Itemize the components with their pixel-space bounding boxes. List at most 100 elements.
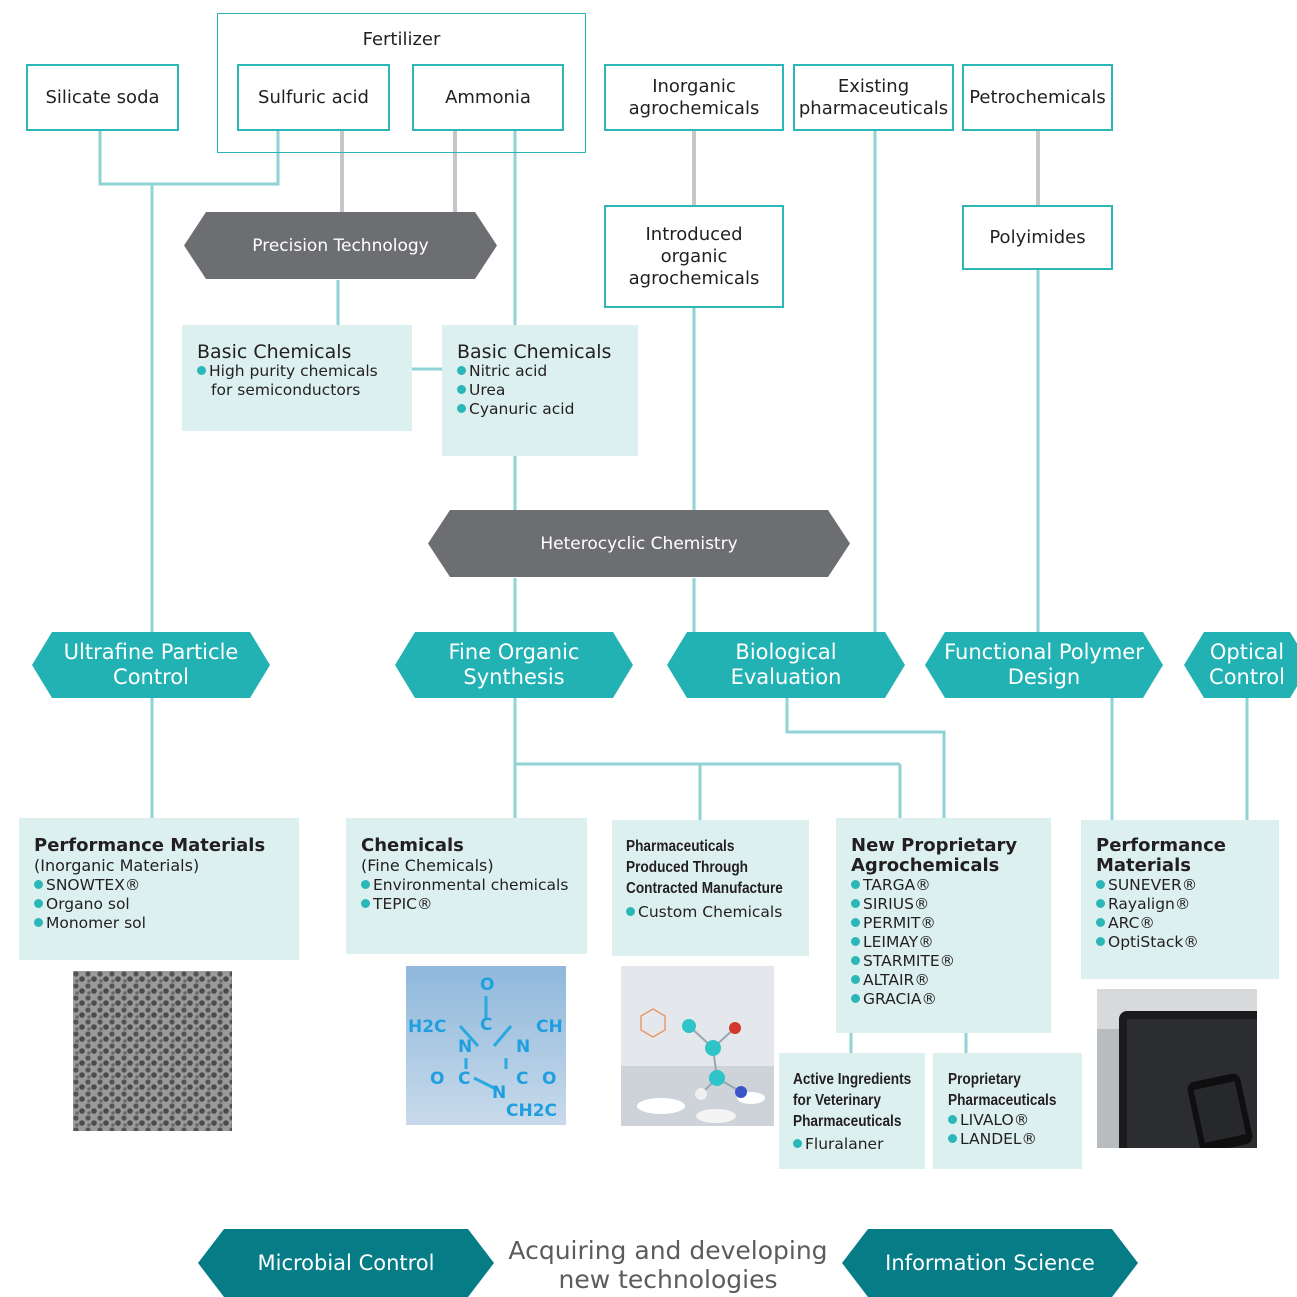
tablet-phone-image	[1097, 989, 1257, 1148]
tech-label: Ultrafine Particle Control	[63, 640, 239, 689]
bullet-dot-icon	[851, 918, 860, 927]
bullet-dot-icon	[851, 937, 860, 946]
bullet-dot-icon	[851, 899, 860, 908]
center-text-line: new technologies	[558, 1265, 778, 1294]
microbial-control-hexagon: Microbial Control	[198, 1229, 494, 1297]
molecule-label: O	[542, 1069, 556, 1089]
bullet-dot-icon	[34, 880, 43, 889]
panel-subtitle: (Inorganic Materials)	[34, 856, 200, 875]
bullet-dot-icon	[1096, 937, 1105, 946]
panel-title-line: Performance	[1096, 835, 1226, 856]
precision-technology-label: Precision Technology	[252, 235, 429, 256]
basic-chemicals-left: Basic Chemicals High purity chemicals fo…	[182, 325, 412, 431]
panel-title-line: Produced Through	[626, 859, 749, 876]
list-item: Fluralaner	[793, 1135, 911, 1154]
pharma-image	[621, 966, 774, 1126]
tech-label: Functional Polymer Design	[944, 640, 1144, 689]
bullet-dot-icon	[1096, 880, 1105, 889]
basic-chemicals-right-title: Basic Chemicals	[457, 341, 612, 363]
molecule-label: C	[516, 1069, 528, 1089]
list-item: OptiStack®	[1096, 933, 1265, 952]
panel-title-line: Active Ingredients	[793, 1071, 912, 1088]
bullet-dot-icon	[1096, 899, 1105, 908]
tech-label: Biological Evaluation	[730, 640, 842, 689]
panel-title-line: Pharmaceuticals	[626, 838, 735, 855]
list-item: GRACIA®	[851, 990, 1037, 1009]
tech-optical-control: Optical Control	[1184, 632, 1297, 698]
list-item: STARMITE®	[851, 952, 1037, 971]
fertilizer-frame	[217, 13, 586, 153]
list-item: SUNEVER®	[1096, 876, 1265, 895]
panel-title: Chemicals	[361, 835, 464, 856]
list-item: LEIMAY®	[851, 933, 1037, 952]
list-item: PERMIT®	[851, 914, 1037, 933]
molecule-label: O	[480, 975, 494, 995]
bullet-dot-icon	[948, 1134, 957, 1143]
precision-technology-hexagon: Precision Technology	[184, 212, 497, 279]
molecule-label: N	[492, 1083, 506, 1103]
source-existing-pharmaceuticals: Existing pharmaceuticals	[793, 64, 954, 131]
basic-chemicals-left-title: Basic Chemicals	[197, 341, 352, 363]
list-item: SIRIUS®	[851, 895, 1037, 914]
list-item: LANDEL®	[948, 1130, 1068, 1149]
pharma-photo	[621, 966, 774, 1126]
list-item: ALTAIR®	[851, 971, 1037, 990]
molecule-label: H2C	[408, 1017, 447, 1037]
performance-materials-panel: Performance Materials SUNEVER® Rayalign®…	[1081, 820, 1279, 979]
panel-title-line: for Veterinary	[793, 1092, 881, 1109]
molecule-label: CH2C	[506, 1101, 557, 1121]
bullet-dot-icon	[34, 899, 43, 908]
gray-connectors	[340, 130, 1040, 214]
panel-title: Performance Materials	[34, 835, 266, 856]
molecule-image: H2C C CH N N O O O C C N CH2C	[406, 966, 566, 1125]
panel-title-line: Agrochemicals	[851, 855, 1000, 876]
list-item: ARC®	[1096, 914, 1265, 933]
panel-title-line: New Proprietary	[851, 835, 1018, 856]
tech-fine-organic-synthesis: Fine Organic Synthesis	[395, 632, 633, 698]
list-item: Rayalign®	[1096, 895, 1265, 914]
pharma-contract-panel: Pharmaceuticals Produced Through Contrac…	[612, 820, 809, 956]
list-item: TEPIC®	[361, 895, 573, 914]
nanoparticle-image	[73, 971, 232, 1131]
agrochemicals-panel: New Proprietary Agrochemicals TARGA® SIR…	[836, 818, 1051, 1033]
tech-label: Optical Control	[1209, 640, 1285, 689]
source-petrochemicals: Petrochemicals	[962, 64, 1113, 131]
molecule-photo: H2C C CH N N O O O C C N CH2C	[406, 966, 566, 1125]
molecule-label: N	[516, 1037, 530, 1057]
bullet-dot-icon	[197, 366, 206, 375]
source-ammonia: Ammonia	[412, 64, 564, 131]
list-item: TARGA®	[851, 876, 1037, 895]
bullet-dot-icon	[457, 385, 466, 394]
list-item: SNOWTEX®	[34, 876, 285, 895]
bullet-dot-icon	[457, 404, 466, 413]
list-item: LIVALO®	[948, 1111, 1068, 1130]
list-item: Urea	[457, 381, 624, 400]
bullet-dot-icon	[851, 975, 860, 984]
microbial-control-label: Microbial Control	[257, 1251, 435, 1275]
information-science-label: Information Science	[885, 1251, 1095, 1275]
heterocyclic-chemistry-label: Heterocyclic Chemistry	[540, 533, 738, 554]
bullet-dot-icon	[361, 880, 370, 889]
source-introduced-organic-agrochemicals: Introduced organic agrochemicals	[604, 205, 784, 308]
bullet-dot-icon	[34, 918, 43, 927]
panel-title-line: Materials	[1096, 855, 1191, 876]
information-science-hexagon: Information Science	[842, 1229, 1138, 1297]
performance-inorganic-panel: Performance Materials (Inorganic Materia…	[19, 818, 299, 960]
tech-label: Fine Organic Synthesis	[448, 640, 580, 689]
bullet-dot-icon	[851, 994, 860, 1003]
bullet-dot-icon	[1096, 918, 1105, 927]
list-item: Cyanuric acid	[457, 400, 624, 419]
chemicals-panel: Chemicals (Fine Chemicals) Environmental…	[346, 818, 587, 954]
teal-connectors	[98, 130, 1249, 1055]
list-item: Monomer sol	[34, 914, 285, 933]
bullet-dot-icon	[793, 1139, 802, 1148]
source-polyimides: Polyimides	[962, 205, 1113, 270]
nanoparticle-photo	[73, 971, 232, 1131]
panel-title-line: Pharmaceuticals	[793, 1113, 902, 1130]
bullet-dot-icon	[626, 907, 635, 916]
bullet-dot-icon	[851, 956, 860, 965]
panel-title-line: Proprietary	[948, 1071, 1021, 1088]
panel-subtitle: (Fine Chemicals)	[361, 856, 494, 875]
fertilizer-label: Fertilizer	[362, 29, 441, 50]
proprietary-pharma-panel: Proprietary Pharmaceuticals LIVALO® LAND…	[933, 1053, 1082, 1169]
